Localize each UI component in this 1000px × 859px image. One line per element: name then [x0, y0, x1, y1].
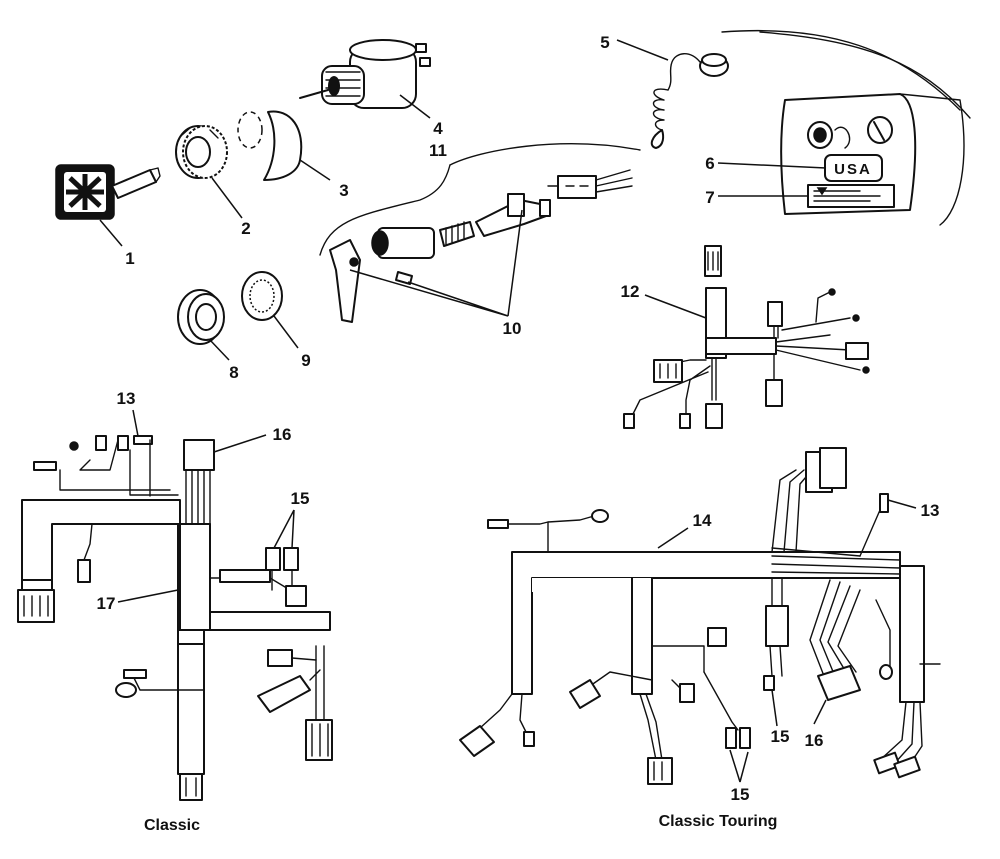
- dash-panel: USA: [721, 29, 971, 226]
- callout-16-touring: 16: [805, 731, 824, 750]
- callout-8: 8: [229, 363, 238, 382]
- callout-17: 17: [97, 594, 116, 613]
- callout-15-touring-a: 15: [771, 727, 790, 746]
- callout-1: 1: [125, 249, 134, 268]
- callout-7: 7: [705, 188, 714, 207]
- callout-11: 11: [429, 141, 447, 160]
- callout-14: 14: [693, 511, 712, 530]
- callout-5: 5: [600, 33, 609, 52]
- callout-6: 6: [705, 154, 714, 173]
- caption-classic-touring: Classic Touring: [659, 813, 778, 830]
- callout-13-touring: 13: [921, 501, 940, 520]
- wiring-harness-part-12: [623, 245, 870, 429]
- callout-leaders: [99, 39, 917, 783]
- callout-12: 12: [621, 282, 640, 301]
- caption-classic: Classic: [144, 817, 200, 834]
- callout-9: 9: [301, 351, 310, 370]
- callout-16-classic: 16: [273, 425, 292, 444]
- washer-part-9: [241, 271, 283, 321]
- callout-15-classic: 15: [291, 489, 310, 508]
- usa-decal-label: USA: [834, 161, 872, 178]
- classic-wiring-harness: [17, 435, 333, 801]
- tether-cord-part-5: [650, 53, 729, 149]
- nut-part-8: [177, 289, 225, 345]
- bezel-nut-part-2: [175, 125, 228, 179]
- callout-numbers: 1 2 3 4 11 5 6 7 8 9 10 12 13 16 15 17 1…: [97, 33, 940, 804]
- callout-3: 3: [339, 181, 348, 200]
- callout-4: 4: [433, 119, 443, 138]
- callout-2: 2: [241, 219, 250, 238]
- classic-touring-wiring-harness: [459, 447, 941, 785]
- plate-part-3: [237, 110, 303, 181]
- callout-13-classic: 13: [117, 389, 136, 408]
- key-part-1: [55, 164, 161, 220]
- callout-15-touring-b: 15: [731, 785, 750, 804]
- switch-assembly-part-11: [319, 143, 641, 323]
- callout-10: 10: [503, 319, 522, 338]
- ignition-switch-part-4: [299, 39, 431, 109]
